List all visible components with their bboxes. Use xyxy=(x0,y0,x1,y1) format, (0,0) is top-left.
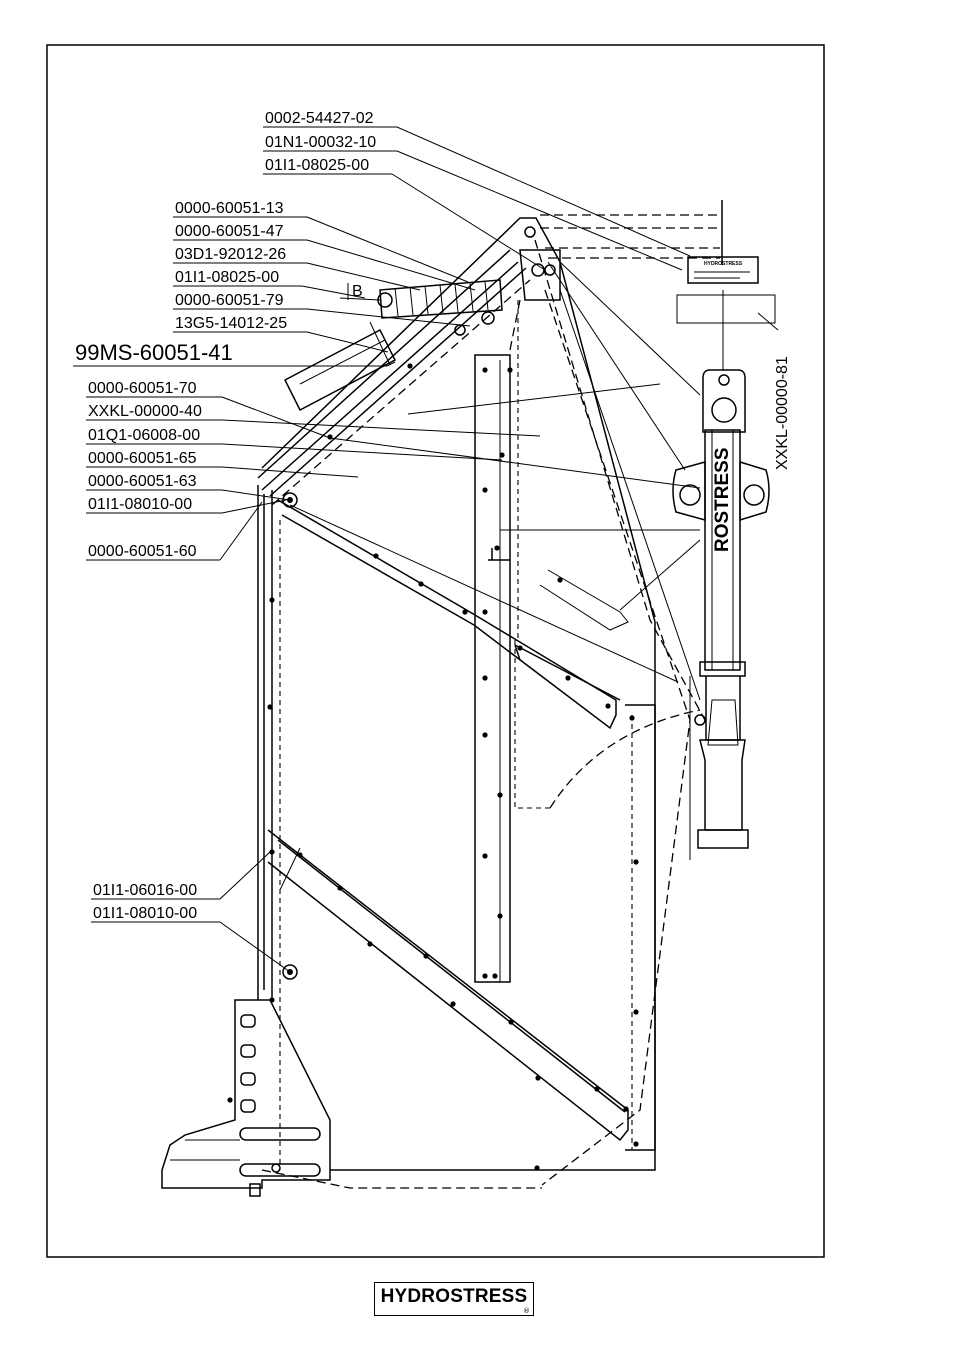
part-label: 01I1-08010-00 xyxy=(88,496,192,513)
hydraulic-cylinder: ROSTRESS xyxy=(672,290,770,860)
logo-text: HYDROSTRESS xyxy=(380,1286,528,1307)
part-label-main: 99MS-60051-41 xyxy=(75,340,233,365)
handle xyxy=(284,321,396,412)
part-label: 0000-60051-13 xyxy=(175,200,284,217)
part-label: 0000-60051-47 xyxy=(175,223,284,240)
part-label: 01I1-06016-00 xyxy=(93,882,197,899)
part-label: 0000-60051-79 xyxy=(175,292,284,309)
part-label: 01I1-08025-00 xyxy=(265,157,369,174)
registered-mark: ® xyxy=(523,1307,530,1315)
leader-lines xyxy=(219,126,779,973)
part-label: 01N1-00032-10 xyxy=(265,134,376,151)
part-label: 0000-60051-70 xyxy=(88,380,197,397)
drawing-frame xyxy=(46,44,825,1258)
detail-marker: B xyxy=(352,283,363,300)
blank-plate xyxy=(676,294,776,324)
type-plate xyxy=(687,256,759,284)
part-label: 03D1-92012-26 xyxy=(175,246,286,263)
part-label: XXKL-00000-40 xyxy=(88,403,202,420)
part-label: 01I1-08010-00 xyxy=(93,905,197,922)
part-label: 0000-60051-63 xyxy=(88,473,197,490)
part-label: 13G5-14012-25 xyxy=(175,315,287,332)
part-label: 01Q1-06008-00 xyxy=(88,427,200,444)
main-frame xyxy=(257,217,706,1189)
part-label: 0002-54427-02 xyxy=(265,110,374,127)
part-labels-top: 0002-54427-02 01N1-00032-10 01I1-08025-0… xyxy=(73,110,397,923)
spring-assembly: B xyxy=(339,226,561,336)
cylinder-brand-text: ROSTRESS xyxy=(712,447,733,552)
part-label: 0000-60051-65 xyxy=(88,450,197,467)
machine-base xyxy=(161,999,331,1197)
part-label: 0000-60051-60 xyxy=(88,543,197,560)
side-part-label: XXKL-00000-81 xyxy=(774,356,791,470)
part-label: 01I1-08025-00 xyxy=(175,269,279,286)
type-plate-text: HYDROSTRESS xyxy=(704,261,743,267)
hydrostress-logo: HYDROSTRESS ® xyxy=(374,1282,534,1316)
fastener-holes xyxy=(227,363,639,1173)
guide-rail: HYDROSTRESS xyxy=(540,200,776,324)
